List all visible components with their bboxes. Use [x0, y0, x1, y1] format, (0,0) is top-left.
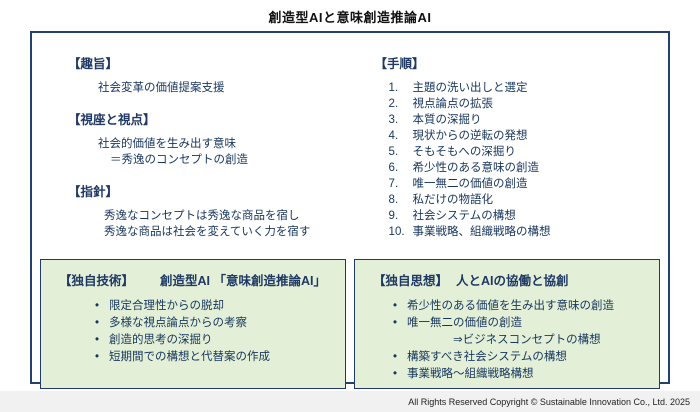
- step-number: 3.: [388, 114, 399, 126]
- step-text: 主題の洗い出しと選定: [412, 82, 528, 94]
- procedure-step: 8. 私だけの物語化: [389, 192, 646, 208]
- procedure-step: 7. 唯一無二の価値の創造: [389, 176, 646, 192]
- step-number: 2.: [388, 98, 399, 110]
- step-number: 7.: [388, 178, 399, 190]
- bullet-item-text: 希少性のある価値を生み出す意味の創造: [391, 298, 649, 315]
- procedure-step: 4. 現状からの逆転の発想: [389, 128, 646, 144]
- procedure-heading: 【手順】: [374, 57, 425, 71]
- bullet-item-text: 事業戦略～組織戦略構想: [391, 366, 649, 383]
- philosophy-box-item: 希少性のある価値を生み出す意味の創造: [391, 298, 649, 315]
- step-text: 唯一無二の価値の創造: [412, 178, 528, 190]
- step-text: 私だけの物語化: [412, 194, 494, 206]
- step-number: 5.: [388, 146, 399, 158]
- procedure-step: 9. 社会システムの構想: [389, 208, 646, 224]
- viewpoint-text-line1: 社会的価値を生み出す意味: [98, 138, 236, 150]
- procedure-step: 10. 事業戦略、組織戦略の構想: [389, 224, 646, 240]
- tech-box-item: 限定合理性からの脱却: [93, 298, 335, 315]
- step-number: 10.: [388, 226, 405, 238]
- philosophy-box-item: 唯一無二の価値の創造 ⇒ビジネスコンセプトの構想: [391, 315, 649, 349]
- step-number: 9.: [388, 210, 399, 222]
- philosophy-box-item: 構築すべき社会システムの構想: [391, 349, 649, 366]
- tech-box: 【独自技術】 創造型AI 「意味創造推論AI」 限定合理性からの脱却 多様な視点…: [40, 259, 346, 389]
- bullet-item-subtext: ⇒ビジネスコンセプトの構想: [453, 334, 601, 346]
- bullet-item-text: 多様な視点論点からの考察: [93, 315, 335, 332]
- guideline-section: 【指針】 秀逸なコンセプトは秀逸な商品を宿し 秀逸な商品は社会を変えていく力を宿…: [68, 181, 369, 240]
- step-number: 1.: [388, 82, 399, 94]
- purpose-text: 社会変革の価値提案支援: [98, 82, 225, 94]
- procedure-steps: 1. 主題の洗い出しと選定 2. 視点論点の拡張 3. 本質の深掘り: [375, 80, 646, 240]
- philosophy-box-subtitle: 人とAIの協働と協創: [456, 274, 569, 288]
- guideline-text-line2: 秀逸な商品は社会を変えていく力を宿す: [104, 226, 311, 238]
- philosophy-box-items: 希少性のある価値を生み出す意味の創造 唯一無二の価値の創造 ⇒ビジネスコンセプト…: [365, 298, 649, 383]
- step-text: 社会システムの構想: [412, 210, 516, 222]
- top-section: 【趣旨】 社会変革の価値提案支援 【視座と視点】 社会的価値を生み出す意味 ＝秀…: [40, 45, 660, 253]
- tech-box-heading: 【独自技術】: [59, 274, 135, 288]
- step-number: 8.: [388, 194, 399, 206]
- bullet-item-text: 構築すべき社会システムの構想: [391, 349, 649, 366]
- step-text: そもそもへの深掘り: [412, 146, 516, 158]
- tech-box-header: 【独自技術】 創造型AI 「意味創造推論AI」: [51, 270, 335, 289]
- step-number: 6.: [388, 162, 399, 174]
- procedure-step: 1. 主題の洗い出しと選定: [389, 80, 646, 96]
- step-text: 希少性のある意味の創造: [412, 162, 540, 174]
- bullet-item-text: 限定合理性からの脱却: [93, 298, 335, 315]
- tech-box-item: 短期間での構想と代替案の作成: [93, 349, 335, 366]
- main-frame: 【趣旨】 社会変革の価値提案支援 【視座と視点】 社会的価値を生み出す意味 ＝秀…: [30, 31, 670, 389]
- footer-bar: All Rights Reserved Copyright © Sustaina…: [0, 391, 700, 412]
- purpose-section: 【趣旨】 社会変革の価値提案支援: [68, 53, 369, 96]
- viewpoint-text-line2: ＝秀逸のコンセプトの創造: [110, 154, 248, 166]
- procedure-step: 3. 本質の深掘り: [389, 112, 646, 128]
- viewpoint-section: 【視座と視点】 社会的価値を生み出す意味 ＝秀逸のコンセプトの創造: [68, 109, 369, 168]
- page-title: 創造型AIと意味創造推論AI: [268, 10, 432, 25]
- tech-box-subtitle: 創造型AI 「意味創造推論AI」: [160, 274, 326, 288]
- viewpoint-heading: 【視座と視点】: [68, 113, 156, 127]
- philosophy-box: 【独自思想】 人とAIの協働と協創 希少性のある価値を生み出す意味の創造 唯一無…: [354, 259, 660, 389]
- philosophy-box-item: 事業戦略～組織戦略構想: [391, 366, 649, 383]
- procedure-step: 6. 希少性のある意味の創造: [389, 160, 646, 176]
- tech-box-item: 多様な視点論点からの考察: [93, 315, 335, 332]
- guideline-text-line1: 秀逸なコンセプトは秀逸な商品を宿し: [104, 210, 300, 222]
- step-text: 視点論点の拡張: [412, 98, 494, 110]
- tech-box-items: 限定合理性からの脱却 多様な視点論点からの考察 創造的思考の深掘り: [51, 298, 335, 366]
- copyright-text: All Rights Reserved Copyright © Sustaina…: [408, 396, 690, 407]
- bullet-item-text: 短期間での構想と代替案の作成: [93, 349, 335, 366]
- philosophy-box-heading: 【独自思想】: [373, 274, 449, 288]
- procedure-step: 2. 視点論点の拡張: [389, 96, 646, 112]
- procedure-step: 5. そもそもへの深掘り: [389, 144, 646, 160]
- guideline-heading: 【指針】: [68, 185, 119, 199]
- bullet-item-text: 創造的思考の深掘り: [93, 332, 335, 349]
- bottom-section: 【独自技術】 創造型AI 「意味創造推論AI」 限定合理性からの脱却 多様な視点…: [40, 259, 660, 389]
- left-column: 【趣旨】 社会変革の価値提案支援 【視座と視点】 社会的価値を生み出す意味 ＝秀…: [68, 53, 369, 253]
- step-text: 事業戦略、組織戦略の構想: [412, 226, 551, 238]
- tech-box-item: 創造的思考の深掘り: [93, 332, 335, 349]
- step-text: 本質の深掘り: [412, 114, 482, 126]
- purpose-heading: 【趣旨】: [68, 57, 119, 71]
- right-column: 【手順】 1. 主題の洗い出しと選定 2. 視点論点の拡張: [369, 53, 646, 253]
- step-text: 現状からの逆転の発想: [412, 130, 528, 142]
- step-number: 4.: [388, 130, 399, 142]
- bullet-item-text: 唯一無二の価値の創造: [391, 315, 649, 332]
- philosophy-box-header: 【独自思想】 人とAIの協働と協創: [365, 270, 649, 289]
